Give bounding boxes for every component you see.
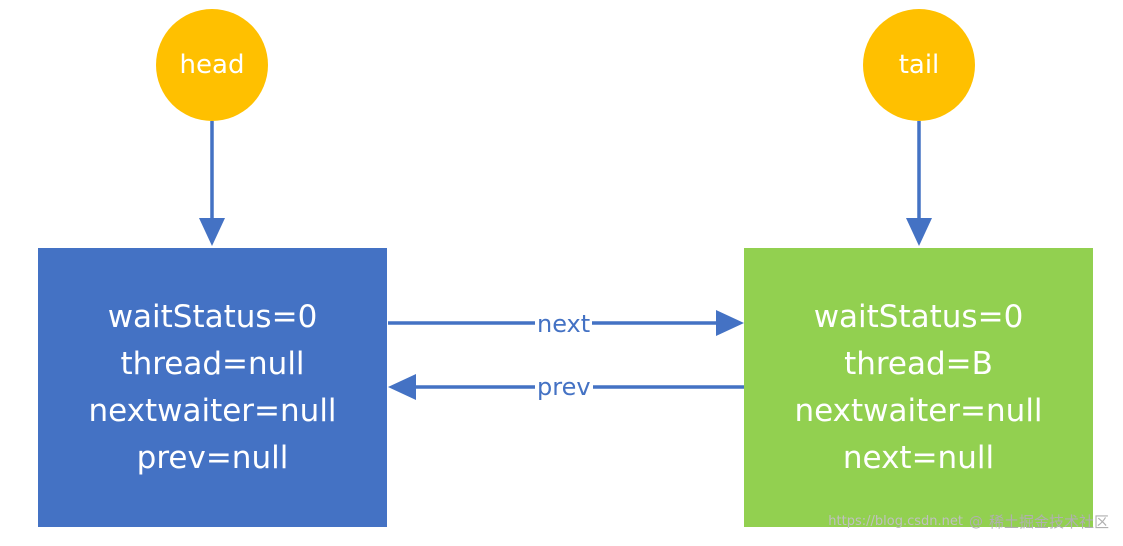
- tail-pointer-label: tail: [898, 50, 940, 80]
- watermark-at-icon: @: [968, 513, 983, 530]
- prev-arrowhead: [388, 374, 416, 400]
- tail-pointer-arrowhead: [906, 218, 932, 246]
- watermark-text: 稀土掘金技术社区: [988, 513, 1109, 531]
- head-node-nextwaiter: nextwaiter=null: [88, 392, 337, 429]
- head-node-prev: prev=null: [136, 439, 289, 476]
- prev-edge-label: prev: [535, 373, 593, 401]
- head-node-thread: thread=null: [120, 345, 305, 382]
- tail-node-nextwaiter: nextwaiter=null: [794, 392, 1043, 429]
- watermark: https://blog.csdn.net @ 稀土掘金技术社区: [828, 511, 1109, 532]
- tail-node-next: next=null: [842, 439, 995, 476]
- next-edge-label: next: [535, 310, 593, 338]
- next-arrowhead: [716, 310, 744, 336]
- head-pointer-label: head: [179, 50, 245, 80]
- head-pointer-arrowhead: [199, 218, 225, 246]
- tail-node-wait-status: waitStatus=0: [813, 298, 1024, 335]
- head-node-wait-status: waitStatus=0: [107, 298, 318, 335]
- tail-node-thread: thread=B: [844, 345, 993, 382]
- head-pointer-circle: head: [156, 9, 268, 121]
- watermark-url: https://blog.csdn.net: [828, 514, 963, 529]
- head-node-box: waitStatus=0 thread=null nextwaiter=null…: [38, 248, 387, 527]
- tail-pointer-circle: tail: [863, 9, 975, 121]
- tail-node-box: waitStatus=0 thread=B nextwaiter=null ne…: [744, 248, 1093, 527]
